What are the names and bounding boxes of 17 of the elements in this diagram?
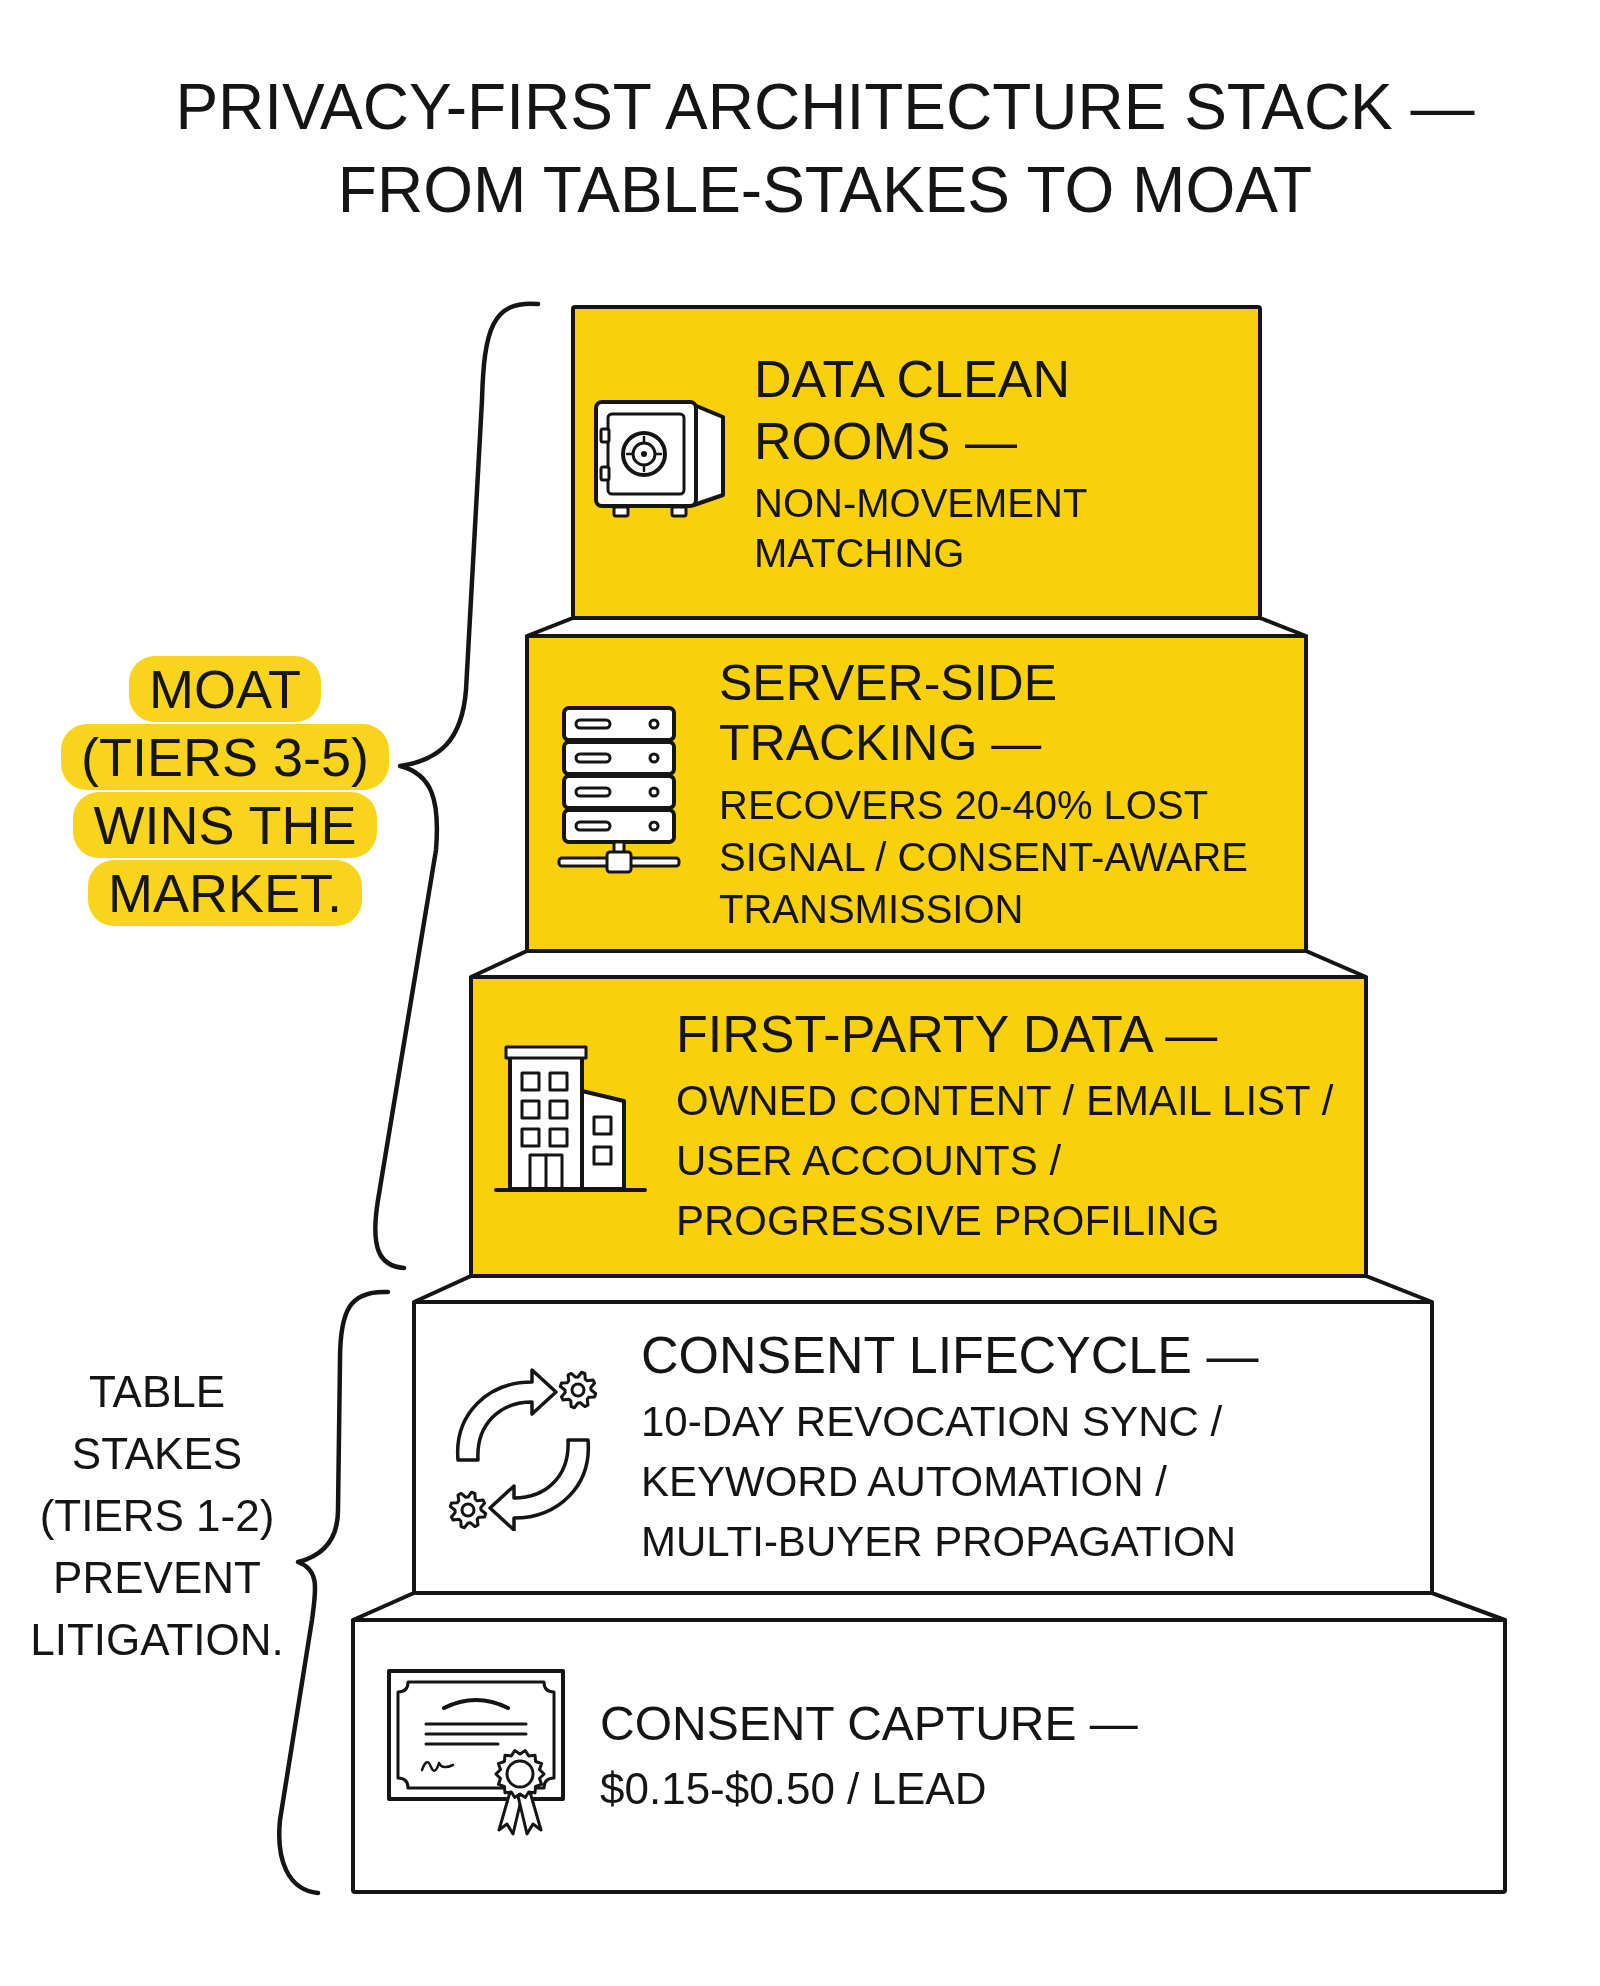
tier-heading: DATA CLEAN ROOMS — [754,348,1071,472]
tier-heading: CONSENT LIFECYCLE — [641,1324,1260,1386]
side-note: TABLE STAKES (TIERS 1-2) PREVENT LITIGATION. [29,1366,285,1666]
stack-tier-block [525,617,1308,953]
stack-tier-block [571,305,1262,620]
tier-heading: CONSENT CAPTURE — [600,1696,1139,1752]
stack-tier-block [412,1275,1434,1595]
tier-description: NON-MOVEMENT MATCHING [754,479,1088,577]
tier-description: 10-DAY REVOCATION SYNC / KEYWORD AUTOMATION / MULTI-BUYER PROPAGATION [641,1396,1238,1567]
stack-tier-block [469,950,1368,1278]
tier-heading: SERVER-SIDE TRACKING — [719,653,1059,773]
stack-tier-block [351,1592,1507,1894]
tier-description: RECOVERS 20-40% LOST SIGNAL / CONSENT-AWARE TRANSMISSION [719,781,1249,933]
tier-description: $0.15-$0.50 / LEAD [600,1763,988,1815]
diagram-title: PRIVACY-FIRST ARCHITECTURE STACK — FROM TABLE-STAKES TO MOAT [174,70,1476,228]
tier-description: OWNED CONTENT / EMAIL LIST / USER ACCOUNTS / PROGRESSIVE PROFILING [676,1075,1335,1246]
tier-heading: FIRST-PARTY DATA — [676,1003,1219,1065]
